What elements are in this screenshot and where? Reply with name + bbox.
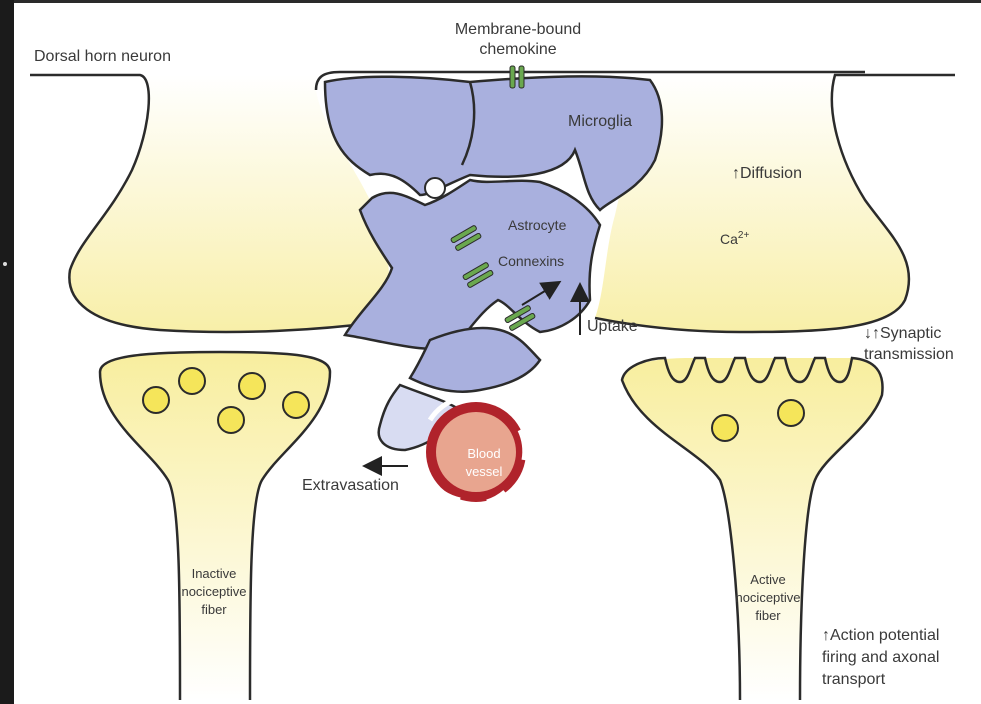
label-action-line2: firing and axonal — [822, 649, 939, 666]
label-dorsal-horn-neuron: Dorsal horn neuron — [34, 48, 171, 65]
label-inactive-line2: nociceptive — [181, 584, 246, 599]
label-synaptic-line2: transmission — [864, 346, 954, 363]
label-microglia: Microglia — [568, 113, 632, 130]
label-inactive-line1: Inactive — [192, 566, 237, 581]
label-synaptic-line1: ↓↑Synaptic — [864, 325, 941, 342]
label-uptake: Uptake — [587, 318, 638, 335]
cleft-bubble — [425, 178, 445, 198]
label-blood-vessel-line1: Blood — [467, 446, 500, 461]
label-blood-vessel-line2: vessel — [466, 464, 503, 479]
label-astrocyte: Astrocyte — [508, 217, 567, 233]
label-action-line3: transport — [822, 671, 886, 688]
label-inactive-line3: fiber — [201, 602, 227, 617]
label-diffusion: ↑Diffusion — [732, 165, 802, 182]
label-action-line1: ↑Action potential — [822, 627, 939, 644]
label-chemokine-line1: Membrane-bound — [455, 21, 581, 38]
label-active-line2: nociceptive — [735, 590, 800, 605]
label-active-line3: fiber — [755, 608, 781, 623]
label-chemokine-line2: chemokine — [479, 41, 556, 58]
label-extravasation: Extravasation — [302, 477, 399, 494]
label-active-line1: Active — [750, 572, 785, 587]
label-connexins: Connexins — [498, 253, 564, 269]
